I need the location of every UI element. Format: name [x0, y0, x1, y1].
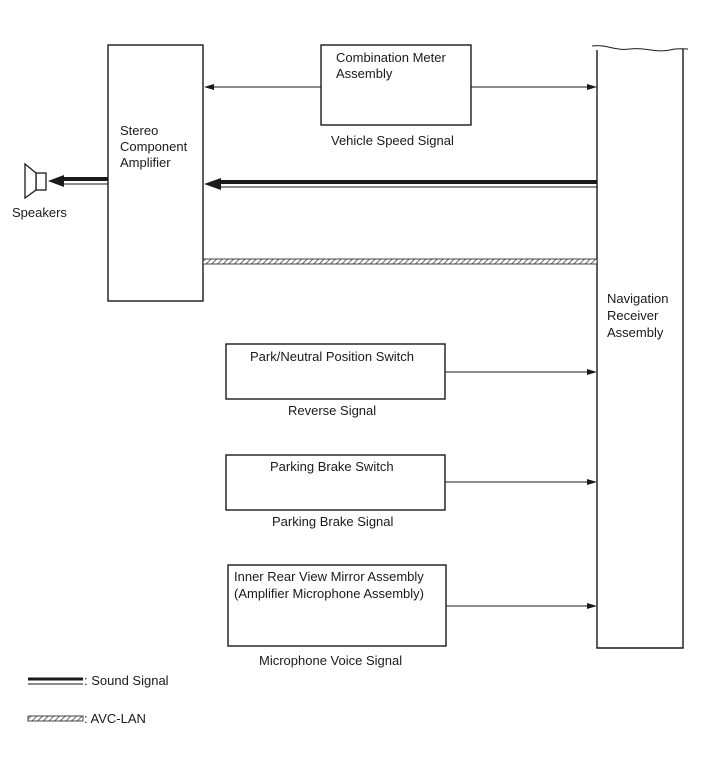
vehicle-speed-line-to-receiver	[471, 84, 597, 90]
parking-brake-signal-label: Parking Brake Signal	[272, 514, 394, 529]
avc-lan-line	[202, 258, 598, 265]
sound-signal-line	[204, 178, 597, 190]
legend: : Sound Signal : AVC-LAN	[27, 673, 169, 726]
stereo-amplifier-label: Stereo Component Amplifier	[120, 123, 191, 170]
reverse-signal-label: Reverse Signal	[288, 403, 376, 418]
microphone-voice-signal-label: Microphone Voice Signal	[259, 653, 402, 668]
speakers-label: Speakers	[12, 205, 67, 220]
sound-signal-legend-label: : Sound Signal	[84, 673, 169, 688]
stereo-amplifier-block	[107, 44, 204, 302]
avc-lan-legend-label: : AVC-LAN	[84, 711, 146, 726]
microphone-voice-signal-arrow	[446, 603, 597, 609]
park-neutral-switch-block	[225, 343, 446, 400]
park-neutral-switch-label: Park/Neutral Position Switch	[250, 349, 414, 364]
speaker-icon	[24, 162, 47, 200]
parking-brake-switch-label: Parking Brake Switch	[270, 459, 394, 474]
sound-signal-legend-line	[28, 677, 83, 685]
combination-meter-label: Combination Meter Assembly	[336, 50, 449, 81]
vehicle-speed-line-to-amplifier	[204, 84, 321, 90]
navigation-receiver-label: Navigation Receiver Assembly	[607, 291, 672, 340]
parking-brake-switch-block	[225, 454, 446, 511]
sound-signal-speaker-line	[48, 175, 108, 187]
avc-lan-legend-line	[27, 715, 84, 722]
vehicle-speed-signal-label: Vehicle Speed Signal	[331, 133, 454, 148]
navigation-receiver-block	[591, 45, 689, 649]
mirror-assembly-label: Inner Rear View Mirror Assembly (Amplifi…	[234, 569, 427, 601]
reverse-signal-arrow	[445, 369, 597, 375]
parking-brake-signal-arrow	[445, 479, 597, 485]
combination-meter-block	[320, 44, 472, 126]
